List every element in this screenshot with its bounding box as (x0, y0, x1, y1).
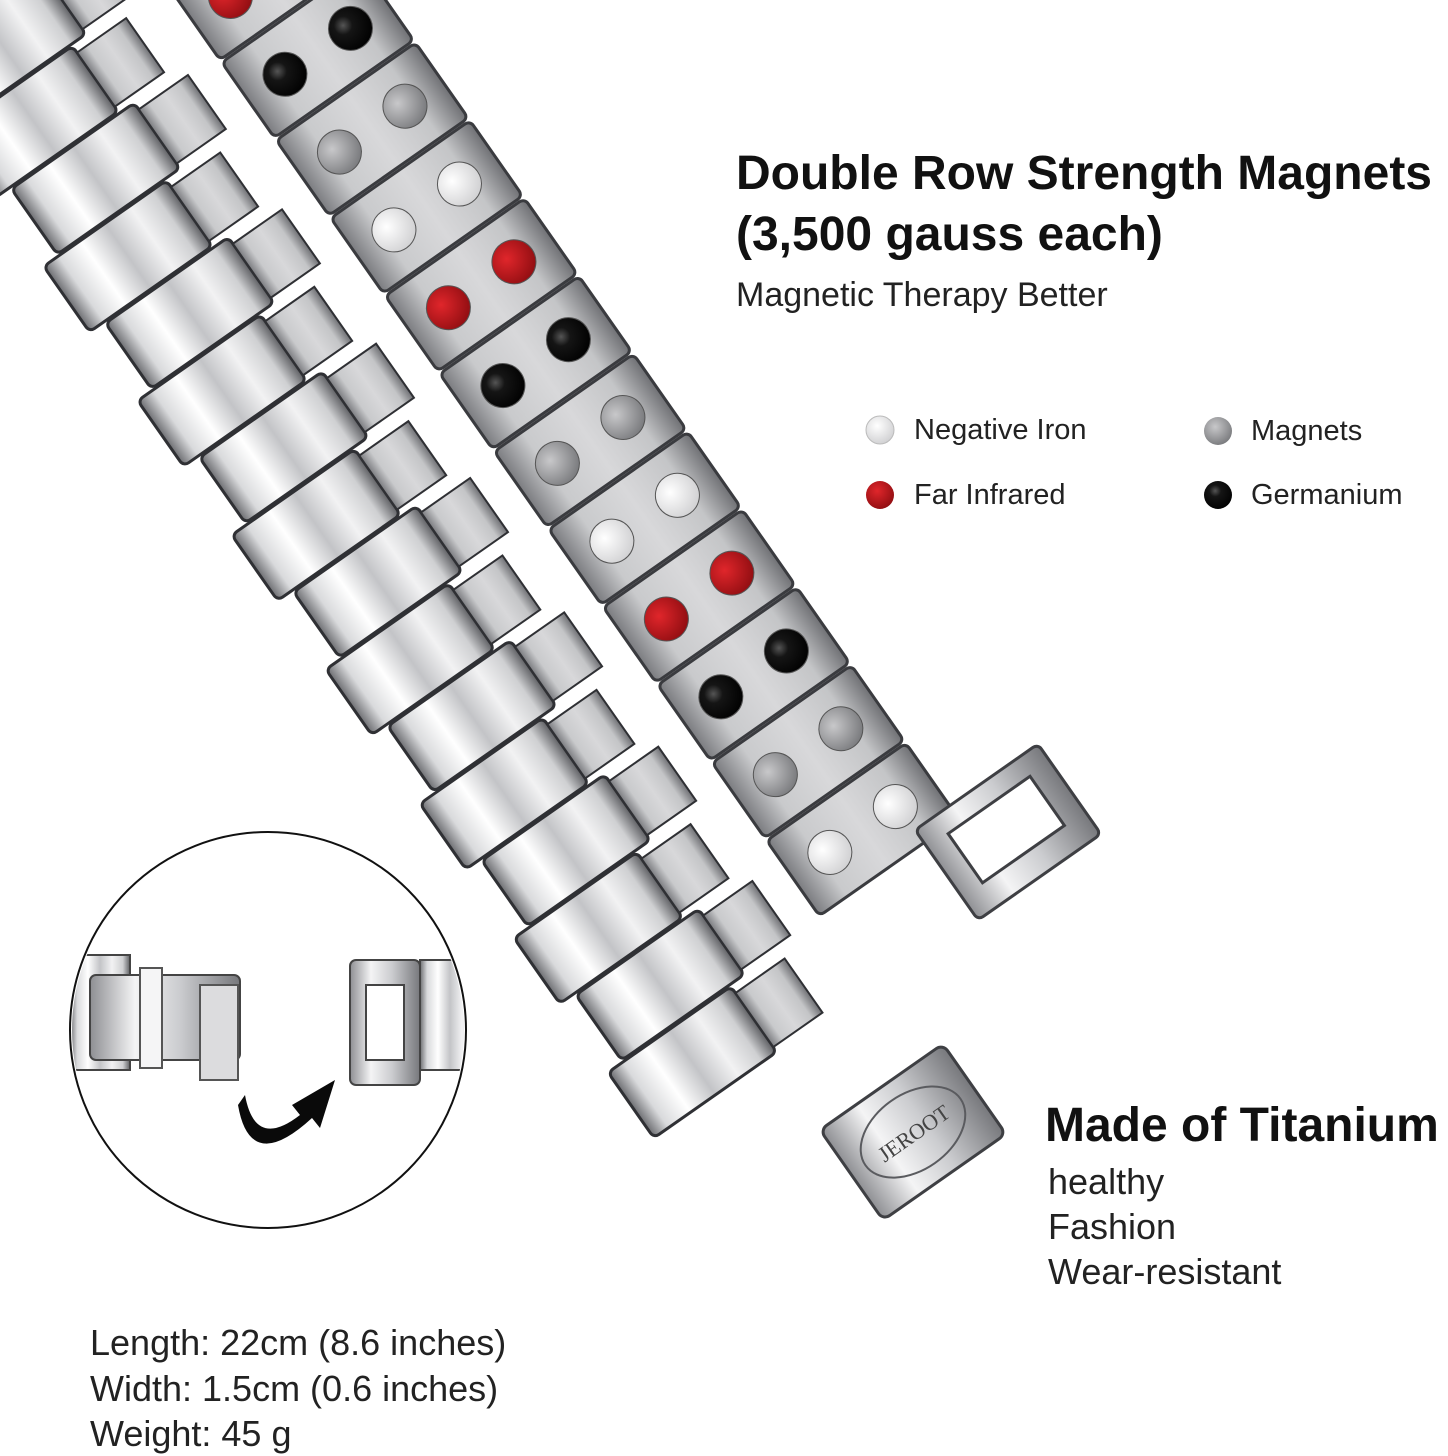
magnet-stone (589, 518, 635, 564)
magnet-link (767, 743, 958, 916)
spec-length: Length: 22cm (8.6 inches) (90, 1322, 507, 1363)
magnet-stone (709, 550, 755, 596)
clasp-detail-inset (69, 831, 467, 1229)
bracelet-link-center (357, 419, 448, 512)
magnet-stone (818, 706, 864, 752)
magnet-stone (752, 752, 798, 798)
legend-dot-negative-iron (865, 415, 895, 445)
legend-label-negative-iron: Negative Iron (914, 414, 1087, 446)
magnet-stone (436, 161, 482, 207)
legend-dots (865, 415, 1232, 509)
feature-fashion: Fashion (1048, 1206, 1177, 1247)
magnet-link (603, 510, 795, 682)
magnet-stone (382, 83, 428, 129)
magnet-link (495, 354, 686, 526)
bracelet-link-center (734, 957, 824, 1049)
bracelet-link-center (75, 16, 166, 109)
bracelet-link-center (263, 285, 354, 377)
bracelet-right (168, 0, 958, 916)
magnet-stone (763, 628, 809, 674)
curved-arrow-icon (238, 1080, 335, 1144)
bracelet-link-center (43, 0, 134, 31)
headline-magnets-line1: Double Row Strength Magnets (736, 147, 1432, 200)
magnet-stone (316, 129, 362, 175)
legend-dot-germanium (1204, 481, 1232, 509)
magnet-stone (425, 285, 471, 331)
magnet-stone (491, 239, 537, 285)
magnet-stone (807, 829, 853, 875)
headline-titanium: Made of Titanium (1045, 1099, 1439, 1152)
magnet-stone (480, 363, 526, 409)
buckle-end (915, 744, 1101, 920)
magnet-stone (600, 394, 646, 440)
legend-label-far-infrared: Far Infrared (914, 479, 1066, 511)
spec-width: Width: 1.5cm (0.6 inches) (90, 1368, 499, 1409)
magnet-link (277, 43, 468, 215)
bracelet-link-center (701, 879, 792, 971)
magnet-stone (643, 596, 689, 642)
legend-label-magnets: Magnets (1251, 415, 1363, 447)
spec-weight: Weight: 45 g (90, 1413, 292, 1454)
clasp-buckle: JEROOT (821, 1045, 1005, 1219)
bracelet-link-center (545, 688, 636, 780)
magnet-link (549, 432, 740, 604)
bracelet-link-center (607, 745, 698, 837)
headline-magnets-subtitle: Magnetic Therapy Better (736, 276, 1108, 314)
magnet-stone (327, 5, 373, 51)
magnet-stone (262, 51, 308, 97)
legend-dot-far-infrared (866, 481, 894, 509)
magnet-link (222, 0, 413, 137)
bracelet-link-center (451, 554, 542, 646)
magnet-stone (698, 674, 744, 720)
feature-healthy: healthy (1048, 1161, 1165, 1202)
bracelet-link-center (137, 73, 228, 165)
bracelet-link-center (231, 207, 322, 300)
magnet-stone (654, 472, 700, 518)
bracelet-link-center (169, 151, 260, 243)
magnet-link (331, 121, 522, 293)
legend-label-germanium: Germanium (1251, 479, 1403, 511)
magnet-link (712, 666, 904, 838)
bracelet-link-center (325, 342, 416, 434)
magnet-stone (545, 317, 591, 363)
magnet-link (658, 588, 849, 760)
magnet-link (440, 277, 631, 449)
magnet-stone (207, 0, 253, 19)
magnet-stone (872, 784, 918, 830)
magnet-link (168, 0, 359, 60)
magnet-stone (371, 207, 417, 253)
magnet-link (386, 199, 577, 371)
bracelet-link-center (513, 610, 604, 703)
legend-dot-magnets (1204, 417, 1232, 445)
bracelet-link-center (419, 476, 510, 568)
headline-magnets-line2: (3,500 gauss each) (736, 208, 1163, 261)
feature-wear-resistant: Wear-resistant (1048, 1251, 1282, 1292)
bracelet-link-center (640, 822, 730, 915)
bracelet-left (0, 0, 824, 1138)
magnet-stone (534, 440, 580, 486)
